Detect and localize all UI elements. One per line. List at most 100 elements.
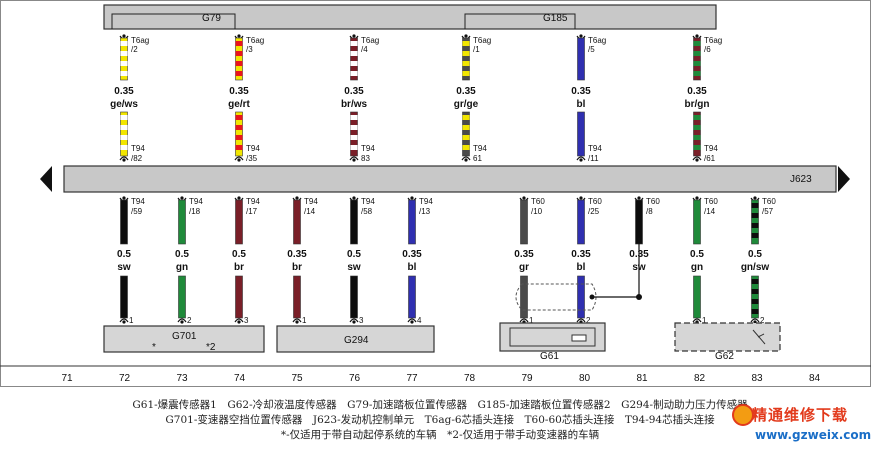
top-wire-4-lower-segment <box>462 111 470 157</box>
axis-number-84: 84 <box>809 373 821 384</box>
bottom-wire-4-end-pin-dot <box>295 320 299 324</box>
g185-internal-line <box>464 13 576 29</box>
bottom-wire-10-lower-segment <box>693 275 701 319</box>
g294-box <box>276 325 435 353</box>
top-wire-5-lower-segment-base <box>577 111 585 157</box>
top-wire-2-upper-segment-base <box>235 37 243 81</box>
top-wire-5-color: bl <box>577 99 586 110</box>
bottom-wire-11-lower-segment-base <box>751 275 759 319</box>
top-wire-3-lower-segment-stripe <box>350 145 358 150</box>
axis-number-80: 80 <box>579 373 591 384</box>
top-wire-1-upper-segment-stripe <box>120 41 128 46</box>
bottom-wire-2-end-pin-number: 2 <box>187 316 192 325</box>
top-wire-3-lower-segment-base <box>350 111 358 157</box>
bottom-wire-8-lower-segment-base <box>577 275 585 319</box>
top-wire-5-conn-top: T6ag <box>588 36 606 45</box>
axis-number-78: 78 <box>464 373 476 384</box>
top-wire-3-bottom-pin <box>349 156 359 161</box>
bottom-wire-11-lower-segment <box>751 275 759 319</box>
top-wire-1-upper-segment-stripe <box>120 61 128 66</box>
bottom-wire-3-top-pin-dot <box>237 196 241 200</box>
top-wire-4-lower-segment-stripe <box>462 115 470 120</box>
watermark-url: www.gzweix.com <box>755 428 871 442</box>
g61-inner-box <box>509 327 596 347</box>
top-wire-4-color: gr/ge <box>454 99 479 110</box>
top-wire-4-bottom-pin-dot <box>464 158 468 162</box>
top-wire-2-upper-segment-stripe <box>235 71 243 76</box>
bottom-wire-4-upper-segment-base <box>293 199 301 245</box>
g79-label: G79 <box>202 13 221 24</box>
top-wire-4-upper-segment-stripe <box>462 41 470 46</box>
bottom-wire-1-upper-segment-base <box>120 199 128 245</box>
top-wire-4-conn-bot: T94 <box>473 144 487 153</box>
ecu-bar <box>63 165 837 193</box>
bottom-wire-8-color: bl <box>577 262 586 273</box>
bottom-wire-9-top-pin-dot <box>637 196 641 200</box>
bottom-wire-8-lower-segment <box>577 275 585 319</box>
top-wire-6-upper-segment-stripe <box>693 41 701 46</box>
top-wire-1-upper-segment-stripe <box>120 51 128 56</box>
top-wire-5-lower-segment <box>577 111 585 157</box>
axis-number-74: 74 <box>234 373 246 384</box>
watermark-logo-icon <box>732 404 754 426</box>
watermark-name: 精通维修下载 <box>752 406 849 424</box>
g185-label: G185 <box>543 13 568 24</box>
bottom-wire-8-conn: T60 <box>588 197 602 206</box>
top-wire-3-pin-top: /4 <box>361 45 368 54</box>
bottom-wire-7-color: gr <box>519 262 529 273</box>
g294-label: G294 <box>344 335 369 346</box>
top-wire-6-bottom-pin-dot <box>695 158 699 162</box>
bottom-wire-5-conn: T94 <box>361 197 375 206</box>
top-wire-5-top-pin-dot <box>579 34 583 38</box>
top-wire-3-conn-top: T6ag <box>361 36 379 45</box>
g79-internal-line <box>111 13 236 29</box>
top-wire-3-upper-segment-base <box>350 37 358 81</box>
top-wire-6-lower-segment-base <box>693 111 701 157</box>
bottom-wire-3-end-pin-dot <box>237 320 241 324</box>
bottom-wire-10-end-pin-number: 1 <box>702 316 707 325</box>
top-wire-5-bottom-pin <box>576 156 586 161</box>
top-wire-1-color: ge/ws <box>110 99 138 110</box>
top-wire-6-pin-bot: /61 <box>704 154 716 163</box>
bottom-wire-4-color: br <box>292 262 302 273</box>
bottom-wire-8-end-pin-number: 2 <box>586 316 591 325</box>
bottom-wire-10-top-pin-dot <box>695 196 699 200</box>
legend-line-3: *-仅适用于带自动起停系统的车辆 *2-仅适用于带手动变速器的车辆 <box>280 429 600 441</box>
bottom-wire-8-top-pin-dot <box>579 196 583 200</box>
g61-box <box>499 322 606 352</box>
top-wire-4-bottom-pin <box>461 156 471 161</box>
top-wire-6-upper-segment-stripe <box>693 71 701 76</box>
top-wire-3-pin-bot: 83 <box>361 154 370 163</box>
top-wire-1-upper-segment-base <box>120 37 128 81</box>
top-wire-4-upper-segment-stripe <box>462 61 470 66</box>
top-wire-1-conn-top: T6ag <box>131 36 149 45</box>
bottom-wire-5-color: sw <box>347 262 361 273</box>
bottom-wire-1-pin: /59 <box>131 207 143 216</box>
bottom-wire-11-upper-segment-stripe <box>751 203 759 208</box>
bottom-wire-1-conn: T94 <box>131 197 145 206</box>
bottom-wire-8-pin: /25 <box>588 207 600 216</box>
shield-node-right <box>636 294 642 300</box>
bottom-wire-9-pin: /8 <box>646 207 653 216</box>
top-wire-3-size: 0.35 <box>344 86 364 97</box>
top-wire-2-conn-top: T6ag <box>246 36 264 45</box>
top-wire-6-bottom-pin <box>692 156 702 161</box>
bottom-wire-11-end-pin <box>750 318 760 323</box>
bottom-wire-4-size: 0.35 <box>287 249 307 260</box>
bottom-wire-10-size: 0.5 <box>690 249 704 260</box>
top-wire-2-size: 0.35 <box>229 86 249 97</box>
top-wire-2-lower-segment-stripe <box>235 135 243 140</box>
bottom-wire-3-conn: T94 <box>246 197 260 206</box>
top-wire-6-conn-bot: T94 <box>704 144 718 153</box>
bottom-wire-1-end-pin-dot <box>122 320 126 324</box>
top-wire-6-upper-segment-base <box>693 37 701 81</box>
top-wire-6-size: 0.35 <box>687 86 707 97</box>
top-wire-2-pin-top: /3 <box>246 45 253 54</box>
bottom-wire-6-size: 0.35 <box>402 249 422 260</box>
top-wire-6-top-pin-dot <box>695 34 699 38</box>
top-wire-4-pin-bot: 61 <box>473 154 482 163</box>
bottom-wire-7-upper-segment-base <box>520 199 528 245</box>
top-wire-1-lower-segment <box>120 111 128 157</box>
bottom-wire-6-top-pin-dot <box>410 196 414 200</box>
bottom-wire-1-color: sw <box>117 262 131 273</box>
